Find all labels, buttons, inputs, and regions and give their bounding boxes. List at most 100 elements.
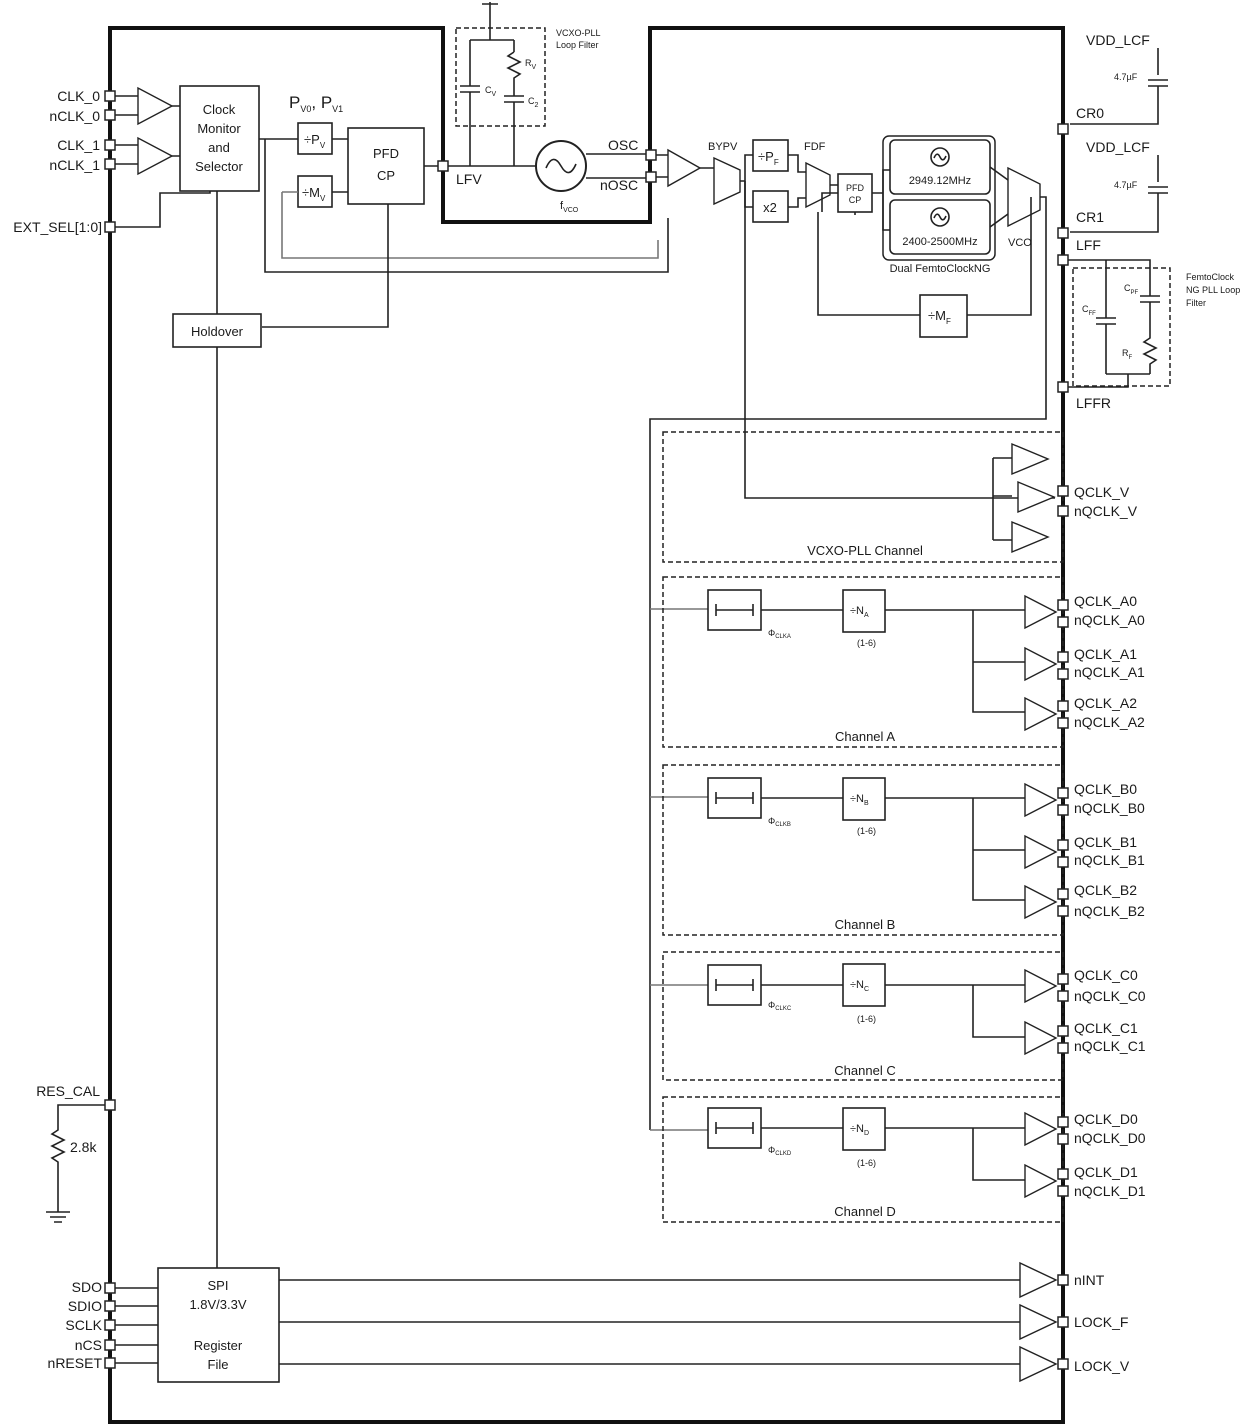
input-buffer-0 — [137, 86, 174, 126]
vdd-lcf-2-label: VDD_LCF — [1086, 139, 1150, 155]
lffr-pin — [1057, 381, 1069, 393]
vco-label: VCO — [1008, 237, 1032, 249]
cr1-label: CR1 — [1076, 209, 1104, 225]
rf-label: RF — [1122, 348, 1133, 361]
lock-v-label: LOCK_V — [1074, 1358, 1130, 1374]
qclk-b2: QCLK_B2 — [1074, 882, 1137, 898]
holdover-text: Holdover — [191, 324, 244, 339]
qclk-d1: QCLK_D1 — [1074, 1164, 1138, 1180]
channel-c-label: Channel C — [834, 1063, 895, 1078]
vco-mux — [1007, 166, 1041, 228]
cpf-label: CPF — [1124, 283, 1139, 296]
femto-filter-label-2: NG PLL Loop — [1186, 285, 1240, 295]
svg-text:SDIO: SDIO — [68, 1298, 102, 1314]
nqclk-d1: nQCLK_D1 — [1074, 1183, 1146, 1199]
nqclk-a0: nQCLK_A0 — [1074, 612, 1145, 628]
qclk-a1: QCLK_A1 — [1074, 646, 1137, 662]
qclk-b0: QCLK_B0 — [1074, 781, 1137, 797]
svg-text:nRESET: nRESET — [48, 1355, 103, 1371]
pfd-text: PFD — [373, 146, 399, 161]
pfd-cp-block — [347, 127, 425, 205]
lfv-pin — [437, 160, 449, 172]
channel-a-label: Channel A — [835, 729, 895, 744]
qclk-c1: QCLK_C1 — [1074, 1020, 1138, 1036]
nqclk-b0: nQCLK_B0 — [1074, 800, 1145, 816]
nqclk-v-pin — [1057, 505, 1069, 517]
clock-monitor-text-2: Monitor — [197, 121, 241, 136]
nqclk-c1: nQCLK_C1 — [1074, 1038, 1146, 1054]
vco2-label: 2400-2500MHz — [902, 236, 977, 248]
nosc-pin — [645, 171, 657, 183]
nqclk-a1: nQCLK_A1 — [1074, 664, 1145, 680]
femto-filter-label-3: Filter — [1186, 298, 1206, 308]
chip-outline — [108, 26, 1065, 1424]
svg-text:SDO: SDO — [72, 1279, 102, 1295]
femto-filter-box — [1072, 267, 1171, 387]
qclk-c0: QCLK_C0 — [1074, 967, 1138, 983]
phase-d: ΦCLKD — [768, 1145, 792, 1157]
divider-mf-block — [919, 294, 968, 338]
rv-label: RV — [525, 58, 537, 71]
cp-text: CP — [377, 168, 395, 183]
nqclk-b1: nQCLK_B1 — [1074, 852, 1145, 868]
phase-a: ΦCLKA — [768, 628, 791, 640]
lff-label: LFF — [1076, 237, 1101, 253]
res-value-label: 2.8k — [70, 1139, 97, 1155]
vcxo-filter-label-1: VCXO-PLL — [556, 28, 601, 38]
divider-pv-label: ÷PV — [304, 132, 326, 150]
div-nb-note: (1-6) — [857, 826, 876, 836]
res-cal-pin — [104, 1099, 116, 1111]
nqclk-d0: nQCLK_D0 — [1074, 1130, 1146, 1146]
divider-pv-block — [297, 122, 333, 155]
divider-mf-label: ÷MF — [928, 308, 951, 326]
ext-sel-label: EXT_SEL[1:0] — [13, 219, 102, 235]
fdf-label: FDF — [804, 141, 826, 153]
qclk-v-pin — [1057, 485, 1069, 497]
cr0-pin — [1057, 123, 1069, 135]
fdf-mux — [805, 161, 831, 209]
pfd-cp-small-block — [837, 173, 873, 213]
clk1-label: CLK_1 — [57, 137, 100, 153]
nclk1-label: nCLK_1 — [49, 157, 100, 173]
res-cal-resistor — [46, 1104, 105, 1223]
nint-label: nINT — [1074, 1272, 1105, 1288]
div-nd-note: (1-6) — [857, 1158, 876, 1168]
cr0-label: CR0 — [1076, 105, 1104, 121]
vdd-lcf-1-label: VDD_LCF — [1086, 32, 1150, 48]
cv-label: CV — [485, 85, 497, 98]
channel-d-label: Channel D — [834, 1204, 895, 1219]
femto-filter-label-1: FemtoClock — [1186, 272, 1235, 282]
cap1-label: 4.7µF — [1114, 72, 1138, 82]
pv-label: PV0, PV1 — [289, 93, 343, 114]
lffr-label: LFFR — [1076, 395, 1111, 411]
lff-pin — [1057, 254, 1069, 266]
channel-b-label: Channel B — [835, 917, 896, 932]
cap2-label: 4.7µF — [1114, 180, 1138, 190]
spi-text-1: SPI — [208, 1278, 229, 1293]
qclk-d0: QCLK_D0 — [1074, 1111, 1138, 1127]
dual-femto-label: Dual FemtoClockNG — [890, 263, 991, 275]
bypv-label: BYPV — [708, 141, 738, 153]
cff-label: CFF — [1082, 304, 1096, 317]
vcxo-channel-box — [662, 431, 1064, 563]
nclk0-label: nCLK_0 — [49, 108, 100, 124]
nosc-label: nOSC — [600, 177, 638, 193]
nclk1-pin — [104, 158, 116, 170]
vcxo-buffer-2 — [1017, 480, 1056, 514]
clk0-label: CLK_0 — [57, 88, 100, 104]
input-pins: CLK_0 nCLK_0 CLK_1 nCLK_1 EXT_SEL[1:0] — [13, 88, 116, 235]
osc-pin — [645, 149, 657, 161]
osc-label: OSC — [608, 137, 638, 153]
qclk-b1: QCLK_B1 — [1074, 834, 1137, 850]
clock-monitor-block — [179, 85, 260, 192]
div-na: ÷NA — [850, 605, 869, 619]
dual-femto-frame — [882, 135, 996, 261]
clock-monitor-text-4: Selector — [195, 159, 243, 174]
svg-text:nCS: nCS — [75, 1337, 102, 1353]
vcxo-buffer-1 — [1011, 442, 1050, 476]
input-buffers — [115, 86, 211, 228]
div-nc: ÷NC — [850, 979, 869, 993]
x2-label: x2 — [763, 200, 777, 215]
res-cal-label: RES_CAL — [36, 1083, 100, 1099]
